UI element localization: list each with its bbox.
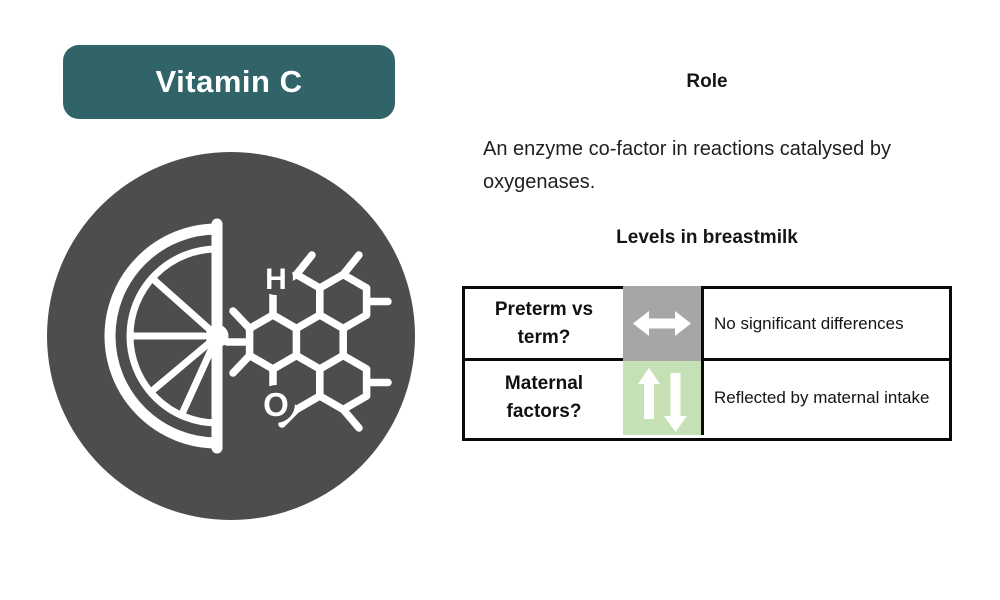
up-down-arrows-icon xyxy=(637,367,687,432)
left-right-arrow-icon xyxy=(633,311,691,336)
levels-heading: Levels in breastmilk xyxy=(616,227,798,248)
vitamin-title-card: Vitamin C xyxy=(63,45,395,119)
row-label: Maternal factors? xyxy=(504,373,584,422)
table-row-maternal-factors: Maternal factors? Reflected by maternal … xyxy=(465,361,949,435)
role-heading: Role xyxy=(686,71,728,92)
half-lemon-slice-icon xyxy=(104,218,229,454)
o-label-backing xyxy=(257,385,295,423)
h-label-backing xyxy=(259,261,293,295)
icon-circle-background xyxy=(47,152,415,520)
up-arrow-icon xyxy=(637,367,660,419)
row-icon-cell xyxy=(623,361,701,435)
row-icon-cell xyxy=(623,286,701,361)
row-value-cell: No significant differences xyxy=(701,289,949,358)
down-arrow-icon xyxy=(663,372,687,432)
hydrogen-atom-label: H xyxy=(265,263,287,296)
row-label: Preterm vs term? xyxy=(494,298,594,348)
vitamin-title: Vitamin C xyxy=(155,64,303,99)
role-body-text: An enzyme co-factor in reactions catalys… xyxy=(483,138,891,193)
row-label-cell: Preterm vs term? xyxy=(465,289,623,358)
row-value-cell: Reflected by maternal intake xyxy=(701,361,949,435)
table-row-preterm-vs-term: Preterm vs term? No significant differen… xyxy=(465,286,949,361)
oxygen-atom-label: O xyxy=(263,386,289,423)
row-value: No significant differences xyxy=(714,313,904,333)
row-value: Reflected by maternal intake xyxy=(714,388,930,407)
vitamin-c-icon: H O xyxy=(47,152,415,520)
breastmilk-levels-table: Preterm vs term? No significant differen… xyxy=(462,286,952,441)
row-label-cell: Maternal factors? xyxy=(465,361,623,435)
